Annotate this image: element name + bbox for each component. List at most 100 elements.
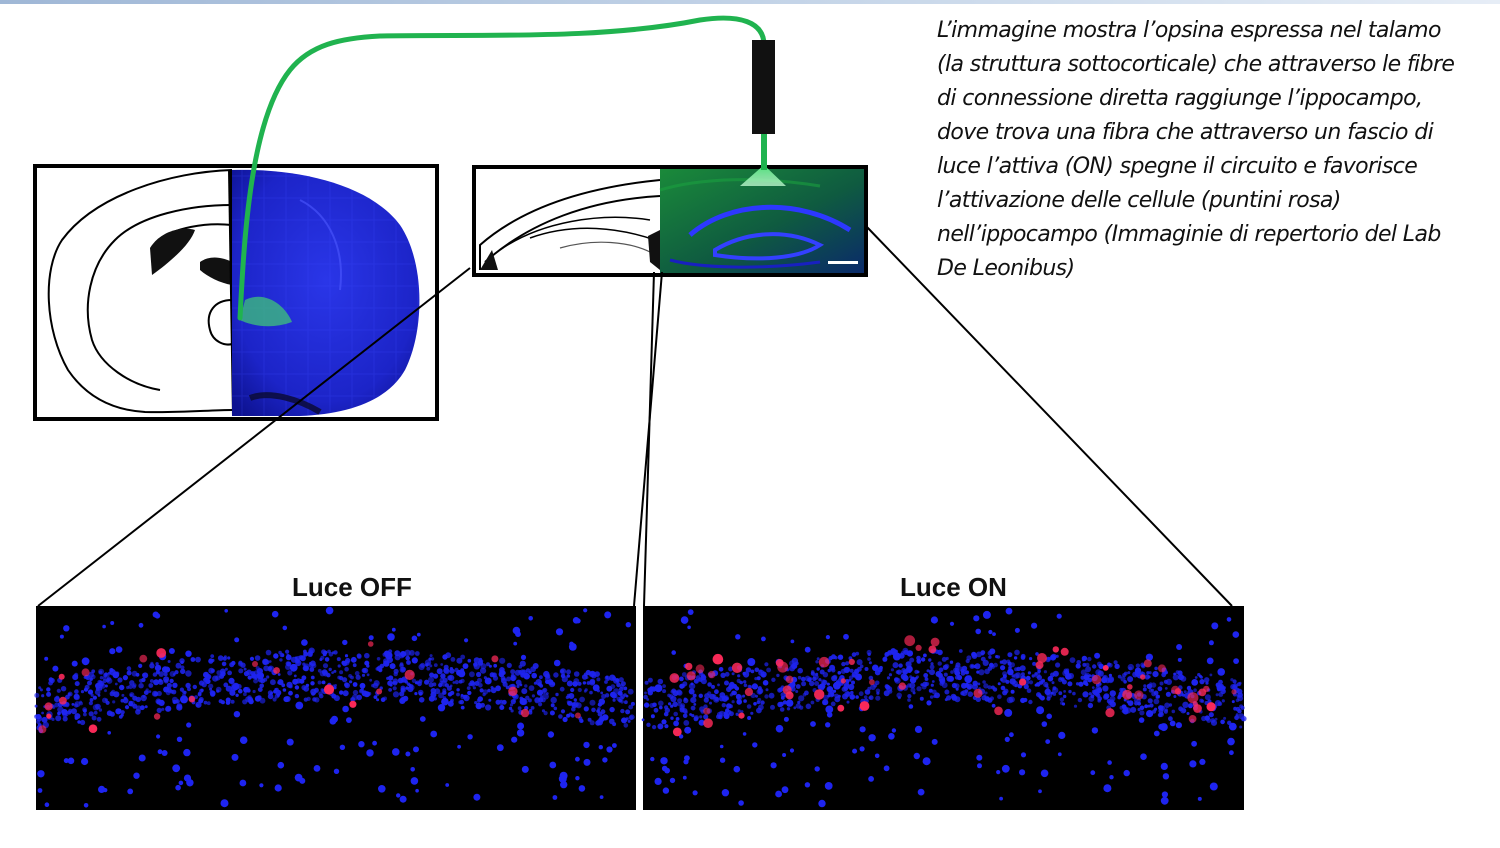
nucleus-dot <box>735 712 739 716</box>
nucleus-dot <box>470 681 476 687</box>
nucleus-dot <box>766 667 771 673</box>
nucleus-dot <box>857 666 862 672</box>
nucleus-dot <box>810 670 815 674</box>
nucleus-dot <box>140 705 145 711</box>
nucleus-dot <box>476 698 481 703</box>
nucleus-dot <box>1090 770 1096 776</box>
nucleus-dot <box>91 715 97 721</box>
activated-cell-dot <box>1035 661 1044 670</box>
nucleus-dot <box>1209 782 1218 791</box>
nucleus-dot <box>822 672 829 678</box>
nucleus-dot <box>566 693 571 698</box>
nucleus-dot <box>1026 688 1032 693</box>
nucleus-dot <box>725 708 730 713</box>
nucleus-dot <box>1041 679 1045 683</box>
nucleus-dot <box>344 654 349 658</box>
nucleus-dot <box>1216 687 1222 692</box>
activated-cell-dot <box>491 655 499 663</box>
nucleus-dot <box>414 692 418 696</box>
nucleus-dot <box>1163 679 1168 684</box>
nucleus-dot <box>430 688 437 694</box>
nucleus-dot <box>682 713 688 718</box>
nucleus-dot <box>1127 676 1134 683</box>
nucleus-dot <box>820 679 826 685</box>
nucleus-dot <box>838 683 842 687</box>
nucleus-dot <box>923 673 929 678</box>
window-top-strip <box>0 0 1500 4</box>
nucleus-dot <box>1025 675 1031 681</box>
nucleus-dot <box>834 693 839 699</box>
nucleus-dot <box>553 659 561 667</box>
nucleus-dot <box>388 675 394 681</box>
activated-cell-dot <box>869 679 875 686</box>
nucleus-dot <box>456 688 460 692</box>
nucleus-dot <box>314 697 320 703</box>
nucleus-dot <box>982 680 986 684</box>
nucleus-dot <box>392 748 400 756</box>
nucleus-dot <box>148 690 152 693</box>
nucleus-dot <box>1230 684 1236 690</box>
nucleus-dot <box>789 665 796 672</box>
nucleus-dot <box>1117 674 1122 679</box>
nucleus-dot <box>902 669 909 675</box>
nucleus-dot <box>698 693 703 698</box>
activated-cell-dot <box>1091 674 1102 685</box>
nucleus-dot <box>650 714 655 719</box>
nucleus-dot <box>848 675 854 680</box>
off-activated-cells-layer <box>38 641 581 734</box>
nucleus-dot <box>612 698 616 702</box>
nucleus-dot <box>742 694 746 698</box>
nucleus-dot <box>684 755 690 761</box>
nucleus-dot <box>1072 691 1076 696</box>
nucleus-dot <box>542 687 548 693</box>
nucleus-dot <box>596 677 601 682</box>
nucleus-dot <box>993 662 998 668</box>
nucleus-dot <box>982 610 991 619</box>
nucleus-dot <box>583 689 587 693</box>
nucleus-dot <box>965 658 970 664</box>
nucleus-dot <box>737 709 741 713</box>
nucleus-dot <box>877 667 883 673</box>
nucleus-dot <box>430 657 435 661</box>
nucleus-dot <box>371 683 375 688</box>
nucleus-dot <box>841 661 846 667</box>
nucleus-dot <box>984 691 988 695</box>
nucleus-dot <box>891 728 897 733</box>
nucleus-dot <box>194 695 199 699</box>
nucleus-dot <box>433 697 437 701</box>
nucleus-dot <box>243 692 247 697</box>
nucleus-dot <box>414 651 420 656</box>
nucleus-dot <box>392 686 397 691</box>
nucleus-dot <box>798 695 805 702</box>
nucleus-dot <box>714 689 719 695</box>
nucleus-dot <box>83 803 89 808</box>
nucleus-dot <box>930 662 934 666</box>
nucleus-dot <box>1087 702 1094 709</box>
nucleus-dot <box>1152 671 1159 678</box>
nucleus-dot <box>440 673 446 679</box>
nucleus-dot <box>583 672 588 677</box>
nucleus-dot <box>366 673 370 677</box>
nucleus-dot <box>428 682 434 688</box>
nucleus-dot <box>501 699 507 705</box>
nucleus-dot <box>528 616 533 621</box>
nucleus-dot <box>1103 784 1112 793</box>
nucleus-dot <box>253 678 259 684</box>
activated-cell-dot <box>669 673 680 683</box>
nucleus-dot <box>1231 700 1235 704</box>
nucleus-dot <box>929 664 935 670</box>
nucleus-dot <box>303 685 310 692</box>
nucleus-dot <box>126 666 132 671</box>
nucleus-dot <box>122 697 129 704</box>
nucleus-dot <box>664 767 670 774</box>
nucleus-dot <box>790 639 795 644</box>
nucleus-dot <box>941 656 947 662</box>
nucleus-dot <box>132 683 137 688</box>
nucleus-dot <box>896 692 902 699</box>
nucleus-dot <box>298 655 304 660</box>
nucleus-dot <box>1088 692 1092 696</box>
nucleus-dot <box>826 682 830 686</box>
nucleus-dot <box>1091 686 1095 689</box>
nucleus-dot <box>115 646 123 653</box>
nucleus-dot <box>1215 693 1219 697</box>
